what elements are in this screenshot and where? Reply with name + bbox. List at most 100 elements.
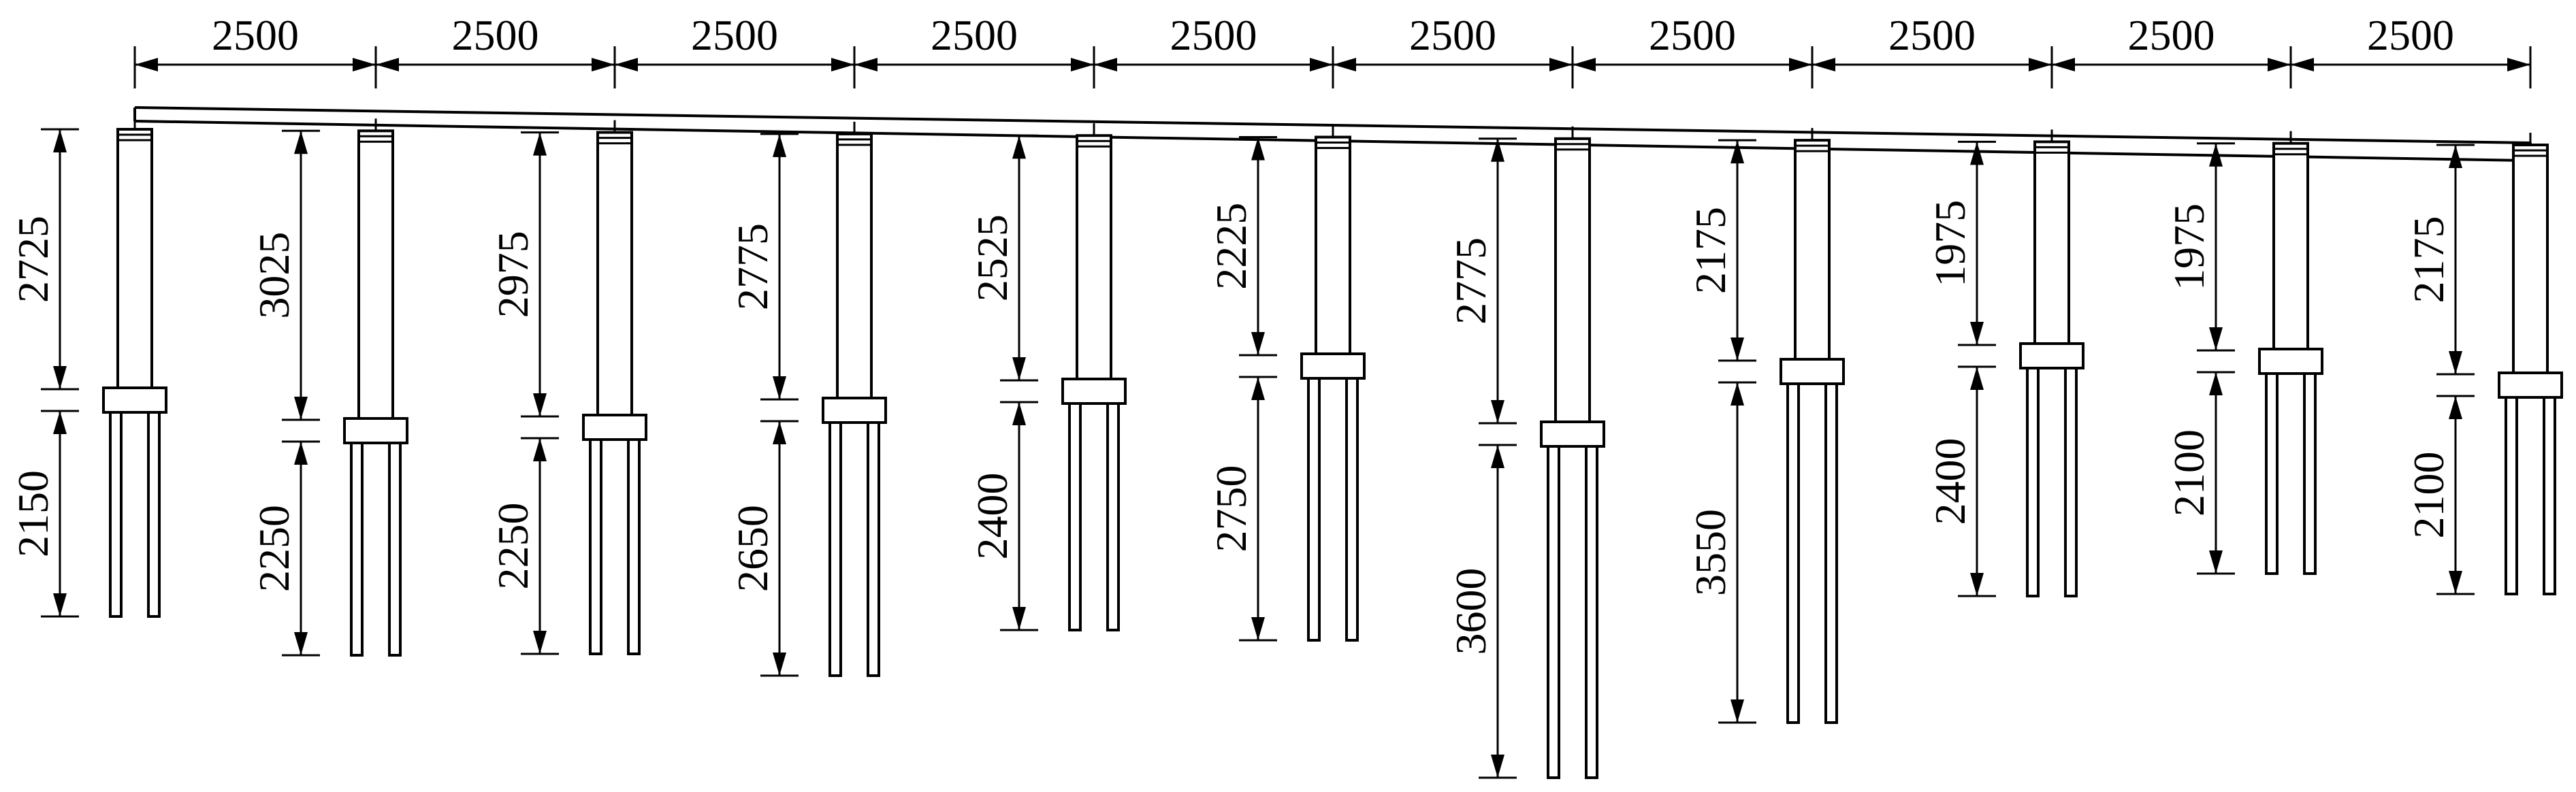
pile-right [147,411,161,618]
pile-left [2026,367,2040,597]
arrowhead [1970,322,1984,345]
pile-left [589,438,602,655]
upper-dimension-label: 2775 [1447,237,1495,325]
arrowhead [1730,382,1744,406]
arrowhead [2291,58,2314,71]
upper-dimension-label: 2175 [2404,216,2453,303]
pier [2498,133,2563,595]
arrowhead [1730,699,1744,723]
pile-cap [343,417,408,444]
pile-right [1345,377,1359,642]
upper-dimension-label: 2775 [728,223,777,310]
pier [1780,128,1845,724]
pile-left [1547,445,1560,779]
pier [102,117,167,618]
pier-dimension: 2175 2100 [2404,144,2475,595]
arrowhead [294,632,308,655]
arrowhead [1970,367,1984,390]
arrowhead [1970,142,1984,165]
arrowhead [1012,607,1026,630]
span-dimension-label: 2500 [2128,11,2215,59]
pier-column [836,132,873,399]
pile-left [2265,372,2279,575]
pier [1540,126,1605,779]
arrowhead [1573,58,1596,71]
arrowhead [1491,400,1504,423]
arrowhead [1812,58,1835,71]
arrowhead [773,376,786,399]
upper-dimension-label: 2175 [1686,207,1735,294]
pile-right [1585,445,1598,779]
arrowhead [2209,372,2223,395]
arrowhead [1549,58,1573,71]
span-dimension-label: 2500 [931,11,1018,59]
arrowhead [53,366,67,389]
arrowhead [2449,351,2462,374]
arrowhead [376,58,399,71]
arrowhead [294,442,308,465]
arrowhead [1730,337,1744,361]
arrowhead [294,397,308,420]
pile-cap [1540,420,1605,448]
lower-dimension-label: 2100 [2165,429,2213,516]
arrowhead [53,593,67,616]
arrowhead [1012,135,1026,159]
arrowhead [1012,402,1026,425]
span-dimension-label: 2500 [691,11,778,59]
pile-cap [582,414,647,441]
arrowhead [2052,58,2075,71]
pile-left [1307,377,1321,642]
arrowhead [1094,58,1117,71]
lower-dimension-label: 2750 [1207,465,1255,552]
pile-left [1068,402,1082,631]
arrowhead [2029,58,2052,71]
arrowhead [1491,755,1504,778]
arrowhead [135,58,158,71]
pile-right [2543,396,2556,595]
pier-column [2272,142,2309,350]
arrowhead [1310,58,1333,71]
lower-dimension-label: 2150 [9,470,57,557]
span-dimension-label: 2500 [452,11,539,59]
pier-column [2512,144,2549,374]
pile-right [627,438,641,655]
arrowhead [2209,550,2223,574]
upper-dimension-label: 1975 [2165,203,2213,291]
lower-dimension-label: 3550 [1686,509,1735,596]
arrowhead [831,58,854,71]
pile-right [2064,367,2078,597]
arrowhead [53,411,67,434]
arrowhead [533,393,547,416]
upper-dimension-label: 2525 [968,214,1016,301]
upper-dimension-label: 2725 [9,216,57,303]
arrowhead [1789,58,1812,71]
lower-dimension-label: 2100 [2404,452,2453,539]
lower-dimension-label: 2400 [968,473,1016,560]
arrowhead [533,132,547,156]
upper-dimension-label: 2975 [489,231,537,318]
arrowhead [2268,58,2291,71]
arrowhead [1071,58,1094,71]
arrowhead [615,58,638,71]
pier-dimension: 2175 3550 [1686,139,1756,724]
pile-right [1824,382,1838,724]
pile-cap [1300,352,1366,380]
upper-dimension-label: 2225 [1207,203,1255,290]
pier [582,120,647,655]
span-dimension-label: 2500 [1409,11,1496,59]
lower-dimension-label: 2250 [489,503,537,590]
arrowhead [1251,377,1265,400]
span-dimension-label: 2500 [212,11,299,59]
arrowhead [773,653,786,676]
span-dimension-label: 2500 [1888,11,1976,59]
pier-group [102,117,2563,779]
pile-right [1106,402,1120,631]
arrowhead [1491,138,1504,162]
arrowhead [1012,357,1026,380]
pier-dimension: 2975 2250 [489,131,559,655]
pier-column [116,128,153,389]
arrowhead [773,421,786,444]
